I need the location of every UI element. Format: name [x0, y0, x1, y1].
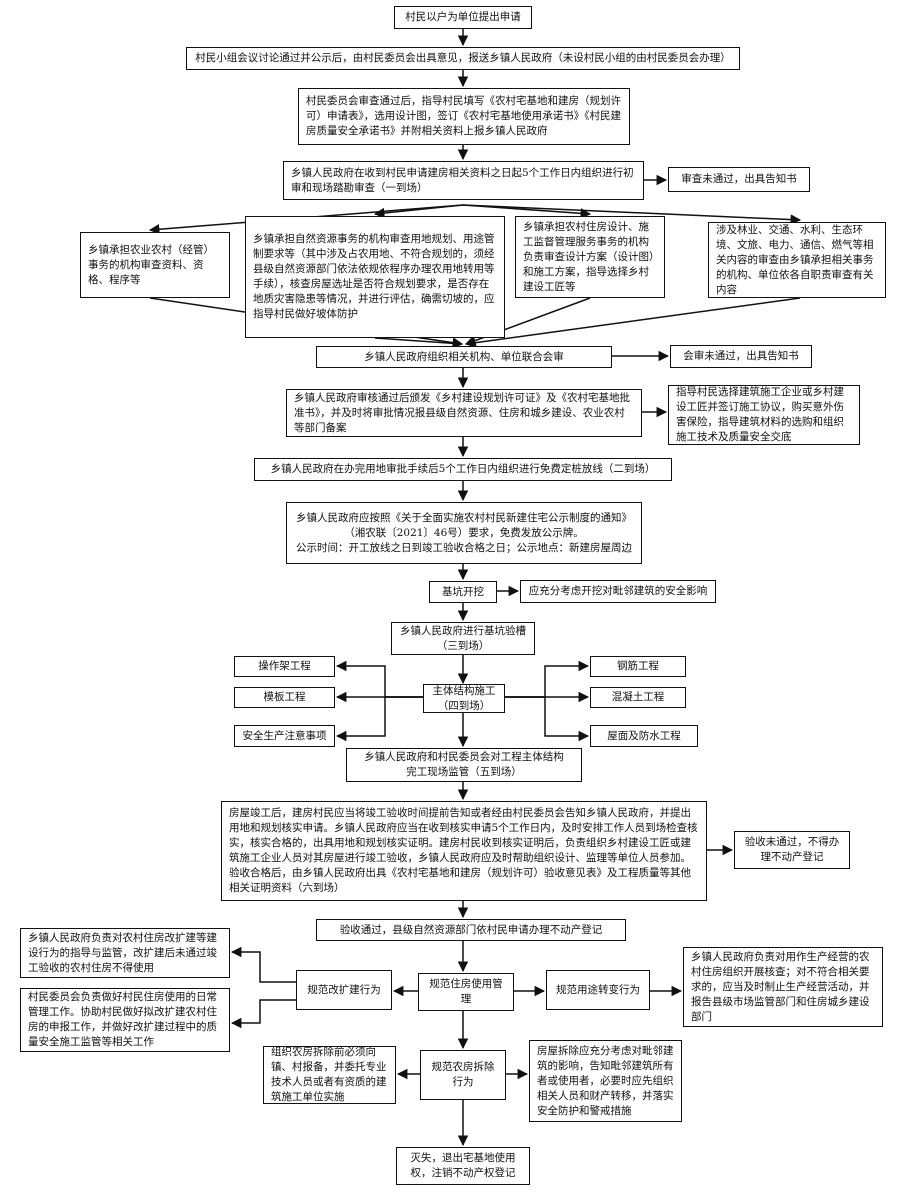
arrow-m1-m1b — [230, 999, 296, 1029]
note-demolition-safety-text: 房屋拆除应充分考虑对毗邻建筑的影响，告知毗邻建筑所有者或使用者，必要时应先组织相… — [537, 1044, 674, 1117]
work-concrete: 混凝土工程 — [590, 687, 686, 708]
arrow-n11-l1 — [335, 660, 423, 698]
step-joint-review: 乡镇人民政府组织相关机构、单位联合会审 — [316, 346, 612, 368]
note-excavation-safety-text: 应充分考虑开挖对毗邻建筑的安全影响 — [528, 585, 708, 597]
note-review-failed-text: 审查未通过，出具告知书 — [681, 173, 797, 185]
step-regulate-usage-text: 规范住房使用管理 — [429, 978, 503, 1005]
trench-inspection-line-2: （三到场） — [436, 639, 490, 652]
arrow-m1-m1a — [230, 946, 296, 983]
arrow-n4-p4 — [462, 204, 802, 225]
step-stake-out-text: 乡镇人民政府在办完用地审批手续后5个工作日内组织进行免费定桩放线（二到场） — [270, 463, 656, 475]
work-rebar-text: 钢筋工程 — [617, 660, 659, 672]
arrow-n11-r3 — [505, 696, 590, 742]
note-demolition-filing-text: 组织农房拆除前必须向镇、村报备，并委托专业技术人员或者有资质的建筑施工单位实施 — [271, 1046, 387, 1103]
note-committee-management-text: 村民委员会负责做好村民住房使用的日常管理工作。协助村民做好拟改扩建农村住房的申报… — [28, 991, 217, 1048]
review-other-departments: 涉及林业、交通、水利、生态环境、文旅、电力、通信、燃气等相关内容的审查由乡镇承担… — [708, 222, 886, 298]
step-excavation-text: 基坑开挖 — [442, 585, 484, 598]
step-regulate-use-change-text: 规范用途转变行为 — [556, 983, 640, 996]
work-roof-waterproof-text: 屋面及防水工程 — [607, 729, 681, 742]
step-apply: 村民以户为单位提出申请 — [394, 6, 532, 29]
note-demolition-safety: 房屋拆除应充分考虑对毗邻建筑的影响，告知毗邻建筑所有者或使用者，必要时应先组织相… — [529, 1040, 682, 1122]
work-formwork: 模板工程 — [234, 687, 335, 708]
work-rebar: 钢筋工程 — [590, 656, 686, 677]
arrow-n11-l3 — [335, 696, 423, 742]
main-structure-line-1: 主体结构施工 — [432, 684, 496, 697]
work-roof-waterproof: 屋面及防水工程 — [590, 725, 698, 747]
review-agriculture: 乡镇承担农业农村（经管）事务的机构审查资料、资格、程序等 — [80, 232, 230, 298]
note-joint-review-failed-text: 会审未通过，出具告知书 — [683, 350, 799, 362]
step-issue-permit: 乡镇人民政府审核通过后颁发《乡村建设规划许可证》及《农村宅基地批准书》，并及时将… — [286, 389, 642, 437]
step-township-initial-review-text: 乡镇人民政府在收到村民申请建房相关资料之日起5个工作日内组织进行初审和现场踏勘审… — [291, 166, 634, 194]
arrow-n4-p2 — [373, 204, 464, 219]
public-notice-line-2: （湘农联〔2021〕46号）要求，免费发放公示牌。 — [344, 526, 584, 539]
arrow-n11-r1 — [505, 660, 590, 698]
arrow-p2-n5 — [374, 337, 464, 349]
step-apply-text: 村民以户为单位提出申请 — [405, 11, 521, 23]
work-scaffolding-text: 操作架工程 — [258, 660, 311, 672]
step-township-initial-review: 乡镇人民政府在收到村民申请建房相关资料之日起5个工作日内组织进行初审和现场踏勘审… — [283, 161, 644, 200]
note-excavation-safety: 应充分考虑开挖对毗邻建筑的安全影响 — [520, 580, 716, 603]
step-village-group-review: 村民小组会议讨论通过并公示后，由村民委员会出具意见，报送乡镇人民政府（未设村民小… — [186, 47, 740, 70]
structure-supervision-line-1: 乡镇人民政府和村民委员会对工程主体结构 — [364, 751, 564, 763]
step-regulate-extension: 规范改扩建行为 — [296, 970, 392, 1010]
step-issue-permit-text: 乡镇人民政府审核通过后颁发《乡村建设规划许可证》及《农村宅基地批准书》，并及时将… — [294, 391, 630, 434]
work-safety-notes: 安全生产注意事项 — [234, 725, 335, 747]
step-excavation: 基坑开挖 — [429, 581, 497, 603]
trench-inspection-line-1: 乡镇人民政府进行基坑验槽 — [400, 624, 526, 637]
step-regulate-use-change: 规范用途转变行为 — [546, 970, 650, 1010]
note-business-use-check: 乡镇人民政府负责对用作生产经营的农村住房组织开展核查；对不符合相关要求的，应当及… — [683, 947, 883, 1027]
note-extension-guidance-text: 乡镇人民政府负责对农村住房改扩建等建设行为的指导与监管，改扩建后未通过竣工验收的… — [28, 931, 217, 974]
main-structure-line-2: （四到场） — [437, 699, 491, 712]
step-completion-acceptance-text: 房屋竣工后，建房村民应当将竣工验收时间提前告知或者经由村民委员会告知乡镇人民政府… — [229, 807, 698, 894]
step-village-committee-review-text: 村民委员会审查通过后，指导村民填写《农村宅基地和建房（规划许可）申请表》，选用设… — [306, 95, 621, 137]
structure-supervision-line-2: 完工现场监管（五到场） — [406, 766, 522, 778]
note-acceptance-failed: 验收未通过，不得办理不动产登记 — [734, 831, 850, 869]
step-cancel-registration: 灭失，退出宅基地使用权，注销不动产权登记 — [396, 1147, 530, 1185]
work-formwork-text: 模板工程 — [263, 691, 306, 703]
step-regulate-extension-text: 规范改扩建行为 — [307, 983, 381, 996]
note-committee-management: 村民委员会负责做好村民住房使用的日常管理工作。协助村民做好拟改扩建农村住房的申报… — [20, 988, 230, 1052]
review-other-departments-text: 涉及林业、交通、水利、生态环境、文旅、电力、通信、燃气等相关内容的审查由乡镇承担… — [716, 223, 874, 296]
step-village-group-review-text: 村民小组会议讨论通过并公示后，由村民委员会出具意见，报送乡镇人民政府（未设村民小… — [195, 52, 731, 64]
work-scaffolding: 操作架工程 — [234, 656, 335, 677]
step-regulate-usage: 规范住房使用管理 — [418, 973, 514, 1011]
step-regulate-demolition: 规范农房拆除行为 — [420, 1050, 506, 1100]
step-regulate-demolition-text: 规范农房拆除行为 — [431, 1061, 495, 1088]
step-main-structure: 主体结构施工 （四到场） — [423, 684, 505, 713]
note-review-failed: 审查未通过，出具告知书 — [668, 167, 810, 192]
public-notice-line-1: 乡镇人民政府应按照《关于全面实施农村村民新建住宅公示制度的通知》 — [296, 511, 632, 524]
note-joint-review-failed: 会审未通过，出具告知书 — [670, 345, 812, 368]
note-acceptance-failed-text: 验收未通过，不得办理不动产登记 — [744, 836, 840, 863]
work-safety-notes-text: 安全生产注意事项 — [242, 729, 327, 742]
step-structure-supervision: 乡镇人民政府和村民委员会对工程主体结构 完工现场监管（五到场） — [346, 748, 582, 782]
step-trench-inspection-text: 乡镇人民政府进行基坑验槽 （三到场） — [399, 624, 527, 654]
review-housing-construction-text: 乡镇承担农村住房设计、施工监督管理服务事务的机构负责审查设计方案（设计图）和施工… — [523, 220, 655, 293]
step-stake-out: 乡镇人民政府在办完用地审批手续后5个工作日内组织进行免费定桩放线（二到场） — [254, 458, 672, 481]
review-natural-resources-text: 乡镇承担自然资源事务的机构审查用地规划、用途管制要求等（其中涉及占农用地、不符合… — [253, 233, 495, 320]
work-concrete-text: 混凝土工程 — [611, 691, 665, 703]
step-village-committee-review: 村民委员会审查通过后，指导村民填写《农村宅基地和建房（规划许可）申请表》，选用设… — [298, 88, 630, 145]
review-agriculture-text: 乡镇承担农业农村（经管）事务的机构审查资料、资格、程序等 — [88, 243, 214, 286]
note-extension-guidance: 乡镇人民政府负责对农村住房改扩建等建设行为的指导与监管，改扩建后未通过竣工验收的… — [20, 928, 230, 978]
arrow-p4-n5 — [464, 297, 801, 348]
note-business-use-check-text: 乡镇人民政府负责对用作生产经营的农村住房组织开展核查；对不符合相关要求的，应当及… — [691, 950, 870, 1023]
note-construction-guidance-text: 指导村民选择建筑施工企业或乡村建设工匠并签订施工协议，购买意外伤害保险，指导建筑… — [676, 386, 844, 443]
step-completion-acceptance: 房屋竣工后，建房村民应当将竣工验收时间提前告知或者经由村民委员会告知乡镇人民政府… — [221, 801, 707, 901]
step-public-notice: 乡镇人民政府应按照《关于全面实施农村村民新建住宅公示制度的通知》 （湘农联〔20… — [286, 502, 642, 564]
note-construction-guidance: 指导村民选择建筑施工企业或乡村建设工匠并签订施工协议，购买意外伤害保险，指导建筑… — [668, 385, 860, 445]
note-demolition-filing: 组织农房拆除前必须向镇、村报备，并委托专业技术人员或者有资质的建筑施工单位实施 — [263, 1046, 396, 1104]
step-public-notice-text: 乡镇人民政府应按照《关于全面实施农村村民新建住宅公示制度的通知》 （湘农联〔20… — [294, 511, 634, 556]
step-main-structure-text: 主体结构施工 （四到场） — [431, 684, 497, 714]
step-cancel-registration-text: 灭失，退出宅基地使用权，注销不动产权登记 — [410, 1152, 516, 1179]
step-structure-supervision-text: 乡镇人民政府和村民委员会对工程主体结构 完工现场监管（五到场） — [354, 750, 574, 780]
review-housing-construction: 乡镇承担农村住房设计、施工监督管理服务事务的机构负责审查设计方案（设计图）和施工… — [515, 216, 665, 298]
step-property-registration: 验收通过，县级自然资源部门依村民申请办理不动产登记 — [316, 919, 626, 941]
review-natural-resources: 乡镇承担自然资源事务的机构审查用地规划、用途管制要求等（其中涉及占农用地、不符合… — [245, 216, 505, 338]
step-joint-review-text: 乡镇人民政府组织相关机构、单位联合会审 — [364, 350, 564, 363]
public-notice-line-3: 公示时间：开工放线之日到竣工验收合格之日；公示地点：新建房屋周边 — [296, 541, 632, 554]
step-property-registration-text: 验收通过，县级自然资源部门依村民申请办理不动产登记 — [339, 923, 603, 936]
step-trench-inspection: 乡镇人民政府进行基坑验槽 （三到场） — [391, 622, 535, 655]
